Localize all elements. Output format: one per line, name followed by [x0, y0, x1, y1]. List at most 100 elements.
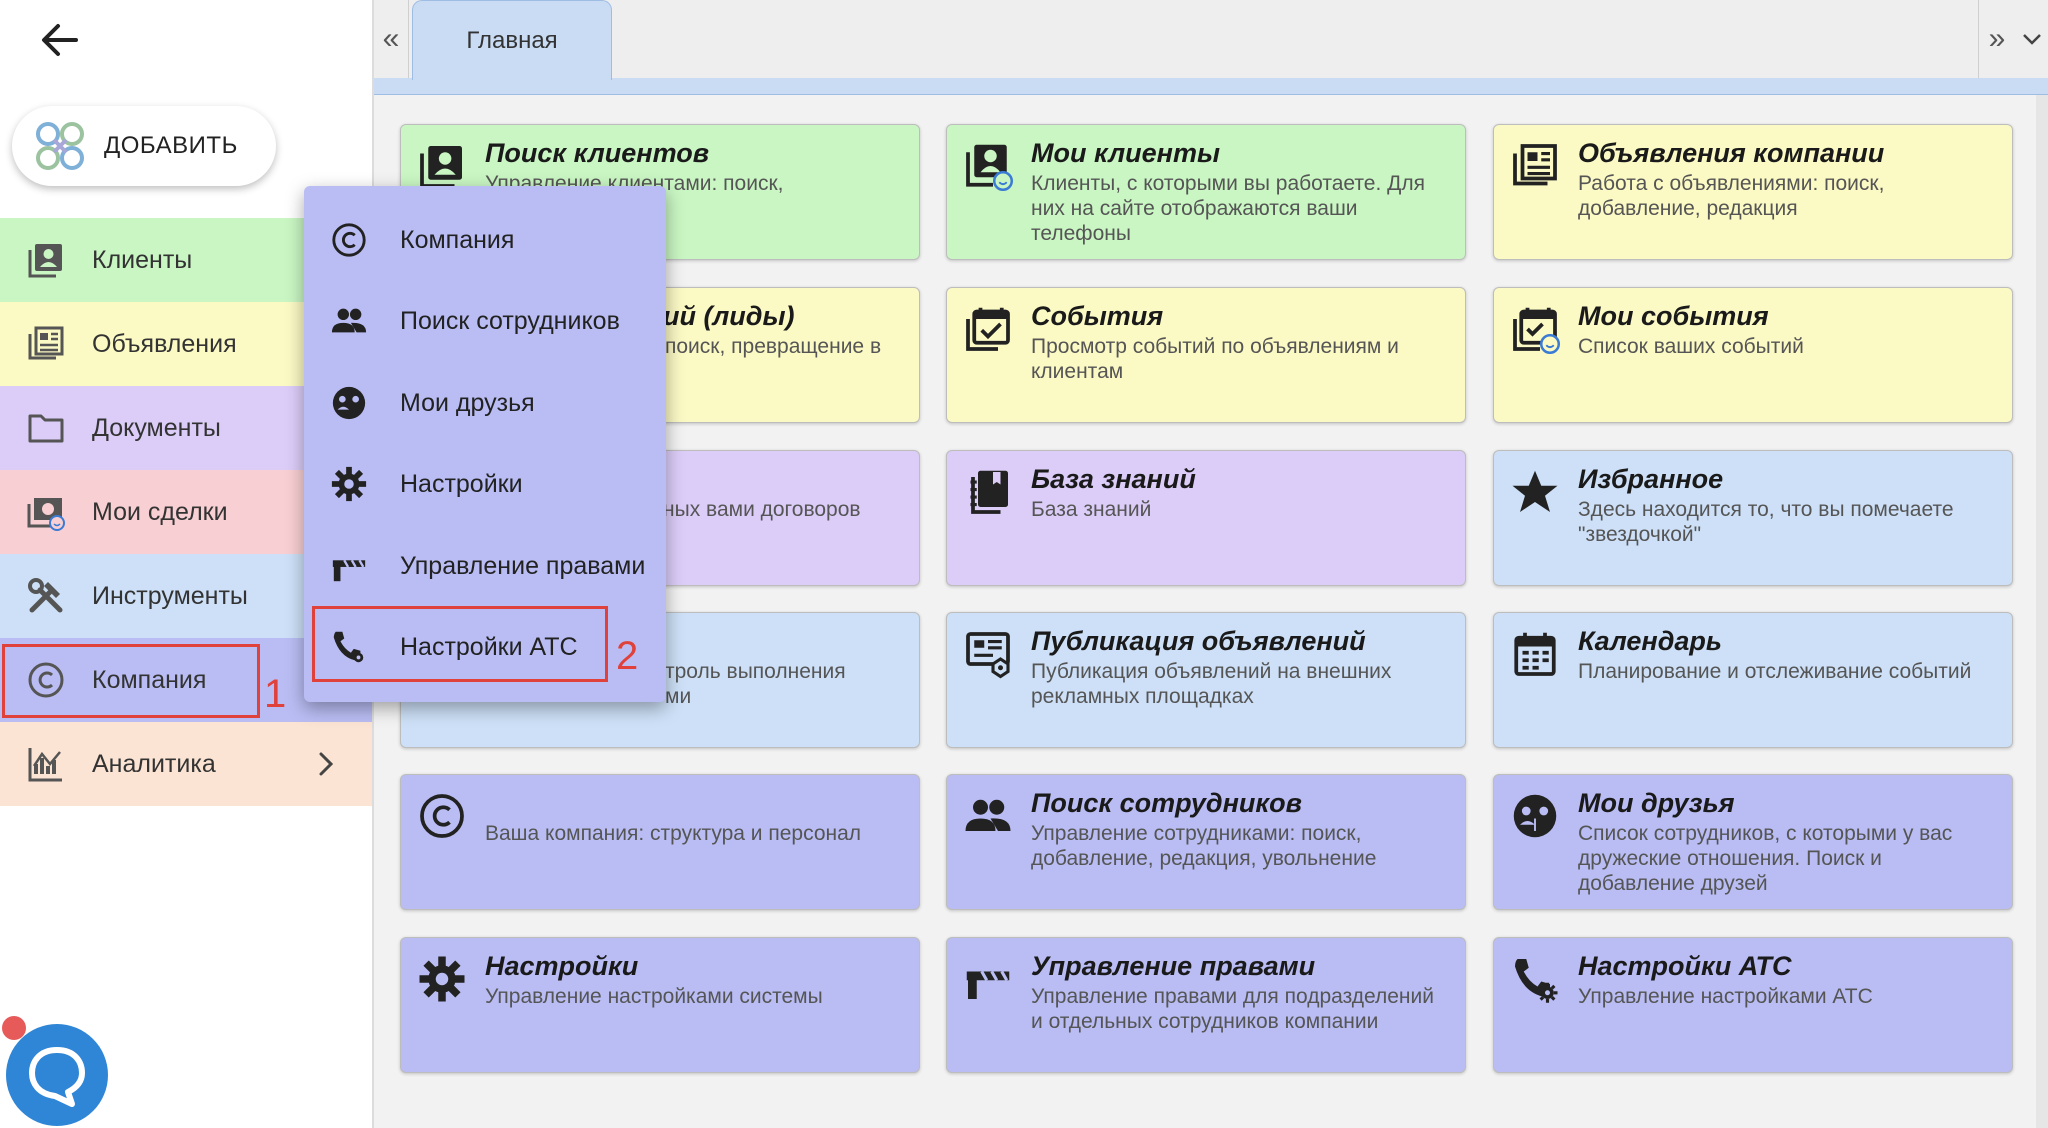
sidebar-item-label: Инструменты	[92, 581, 248, 610]
card-title: Поиск клиентов	[485, 138, 710, 168]
card-company[interactable]: Ваша компания: структура и персонал	[400, 774, 920, 910]
card-description: Планирование и отслеживание событий	[1578, 660, 1972, 683]
card-calendar[interactable]: Календарь Планирование и отслеживание со…	[1493, 612, 2013, 748]
phone-settings-icon	[1510, 954, 1560, 1004]
card-title: База знаний	[1031, 464, 1196, 494]
sidebar-item-label: Клиенты	[92, 245, 193, 274]
card-description: Ваша компания: структура и персонал	[485, 822, 862, 845]
people-icon	[963, 791, 1013, 841]
newspaper-icon	[26, 324, 66, 364]
card-my-events[interactable]: Мои события Список ваших событий	[1493, 287, 2013, 423]
card-employee-search[interactable]: Поиск сотрудников Управление сотрудникам…	[946, 774, 1466, 910]
card-favorites[interactable]: Избранное Здесь находится то, что вы пом…	[1493, 450, 2013, 586]
copyright-icon	[417, 791, 467, 841]
gear-icon	[330, 465, 368, 503]
card-rights-management[interactable]: Управление правами Управление правами дл…	[946, 937, 1466, 1073]
card-title: Мои события	[1578, 301, 1769, 331]
card-description: Управление настройками АТС	[1578, 985, 1873, 1008]
card-title: Настройки АТС	[1578, 951, 1792, 981]
card-description: Работа с объявлениями: поиск, добавление…	[1578, 172, 1885, 220]
sidebar-item-label: Аналитика	[92, 749, 216, 778]
card-title: События	[1031, 301, 1164, 331]
chat-button[interactable]	[6, 1024, 108, 1126]
chevron-down-icon[interactable]	[2016, 0, 2048, 78]
menu-item-my-friends[interactable]: Мои друзья	[304, 372, 666, 434]
menu-item-rights-management[interactable]: Управление правами	[304, 535, 666, 597]
publish-icon	[963, 629, 1013, 679]
card-title: Избранное	[1578, 464, 1724, 494]
card-knowledge-base[interactable]: База знаний База знаний	[946, 450, 1466, 586]
card-description: Управление сотрудниками: поиск, добавлен…	[1031, 822, 1377, 870]
card-my-clients[interactable]: Мои клиенты Клиенты, с которыми вы работ…	[946, 124, 1466, 260]
menu-item-pbx-settings[interactable]: Настройки АТС	[304, 616, 666, 678]
star-icon	[1510, 467, 1560, 517]
annotation-number-2: 2	[616, 634, 639, 678]
friends-icon	[330, 384, 368, 422]
add-logo-icon	[32, 118, 88, 174]
card-company-ads[interactable]: Объявления компании Работа с объявлениям…	[1493, 124, 2013, 260]
tabs-scroll-right-button[interactable]: »	[1978, 0, 2015, 78]
company-submenu: Компания Поиск сотрудников Мои друзья На…	[304, 186, 666, 702]
card-ad-publishing[interactable]: Публикация объявлений Публикация объявле…	[946, 612, 1466, 748]
card-title: Объявления компании	[1578, 138, 1885, 168]
card-description: Публикация объявлений на внешних рекламн…	[1031, 660, 1392, 708]
barrier-icon	[963, 954, 1013, 1004]
menu-item-company[interactable]: Компания	[304, 209, 666, 271]
highlight-box-pbx-settings	[312, 606, 608, 682]
copyright-icon	[26, 660, 66, 700]
chevron-right-icon	[316, 750, 336, 778]
menu-item-label: Настройки	[400, 469, 523, 498]
card-description: Клиенты, с которыми вы работаете. Для ни…	[1031, 172, 1425, 245]
card-description: ных вами договоров	[663, 498, 861, 521]
card-description: троль выполнения	[665, 660, 846, 683]
card-description: Управление настройками системы	[485, 985, 823, 1008]
card-pbx-settings[interactable]: Настройки АТС Управление настройками АТС	[1493, 937, 2013, 1073]
card-description: Просмотр событий по объявлениям и клиент…	[1031, 335, 1399, 383]
analytics-icon	[26, 744, 66, 784]
menu-item-label: Компания	[400, 225, 515, 254]
card-my-friends[interactable]: Мои друзья Список сотрудников, с которым…	[1493, 774, 2013, 910]
tab-main[interactable]: Главная	[412, 0, 612, 80]
card-description: Список сотрудников, с которыми у вас дру…	[1578, 822, 1953, 895]
add-button[interactable]: ДОБАВИТЬ	[12, 106, 276, 186]
card-title: Поиск сотрудников	[1031, 788, 1302, 818]
menu-item-label: Управление правами	[400, 551, 646, 580]
notification-dot	[2, 1016, 26, 1040]
phone-settings-icon	[330, 628, 368, 666]
card-title: Мои друзья	[1578, 788, 1735, 818]
tabs-scroll-left-button[interactable]: «	[374, 0, 409, 78]
contact-card-icon	[417, 141, 467, 191]
card-title: Управление правами	[1031, 951, 1316, 981]
contact-card-icon	[26, 240, 66, 280]
friends-icon	[1510, 791, 1560, 841]
card-title: Календарь	[1578, 626, 1722, 656]
calendar-check-icon	[963, 304, 1013, 354]
card-settings[interactable]: Настройки Управление настройками системы	[400, 937, 920, 1073]
my-clients-icon	[963, 141, 1013, 191]
card-description-line2: ми	[665, 685, 692, 708]
tab-bar	[374, 0, 2048, 78]
barrier-icon	[330, 547, 368, 585]
folder-icon	[26, 408, 66, 448]
my-events-icon	[1510, 304, 1560, 354]
sidebar-item-label: Документы	[92, 413, 221, 442]
menu-item-label: Мои друзья	[400, 388, 535, 417]
scrollbar[interactable]	[2036, 95, 2048, 1128]
card-title: Публикация объявлений	[1031, 626, 1366, 656]
back-arrow-icon[interactable]	[36, 18, 84, 62]
card-title: Мои клиенты	[1031, 138, 1221, 168]
sidebar-item-analytics[interactable]: Аналитика	[0, 722, 372, 806]
card-title: ий (лиды)	[663, 301, 795, 331]
sidebar-item-label: Мои сделки	[92, 497, 228, 526]
sidebar-item-label: Компания	[92, 665, 207, 694]
menu-item-settings[interactable]: Настройки	[304, 453, 666, 515]
card-events[interactable]: События Просмотр событий по объявлениям …	[946, 287, 1466, 423]
deals-icon	[26, 492, 66, 532]
menu-item-employee-search[interactable]: Поиск сотрудников	[304, 290, 666, 352]
tools-icon	[26, 576, 66, 616]
newspaper-icon	[1510, 141, 1560, 191]
sidebar-item-label: Объявления	[92, 329, 237, 358]
card-description: Управление правами для подразделений и о…	[1031, 985, 1434, 1033]
gear-icon	[417, 954, 467, 1004]
add-button-label: ДОБАВИТЬ	[104, 132, 238, 159]
